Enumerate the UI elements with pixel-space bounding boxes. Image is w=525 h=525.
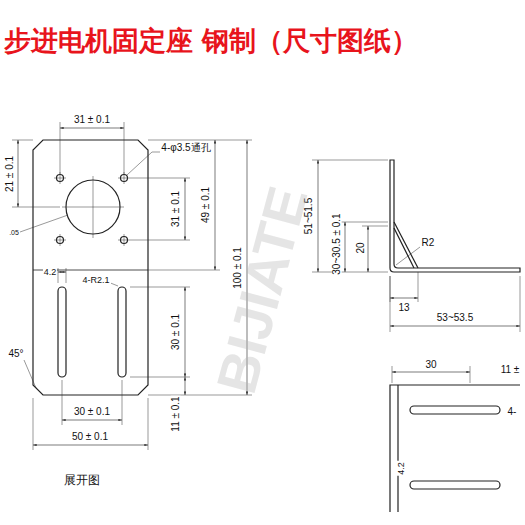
dimension: 4.2: [43, 268, 58, 277]
dimension: 31 ± 0.1: [171, 190, 181, 228]
slot-callout: 4-R2.1: [81, 276, 110, 285]
dimension: 11 ±: [500, 365, 521, 375]
dimension: 30 ± 0.1: [73, 407, 111, 417]
dimension: 30 ± 0.1: [171, 313, 181, 351]
view-caption: 展开图: [63, 474, 101, 486]
dimension: 30: [424, 360, 437, 370]
dimension: 13: [397, 303, 410, 313]
dimension: 11 ± 0.1: [171, 395, 181, 432]
dimension: 4.2: [396, 461, 405, 476]
dimension: 4-: [507, 407, 518, 417]
hole-callout: 4-φ3.5通孔: [160, 143, 211, 153]
dimension: 31 ± 0.1: [73, 115, 111, 125]
title: 步进电机固定座 钢制（尺寸图纸）: [4, 26, 418, 56]
dimension: 20: [356, 241, 366, 254]
dimension: 30~30.5 ± 0.1: [332, 212, 342, 275]
watermark: BIJIATE: [207, 180, 316, 400]
chamfer-callout: 45°: [7, 349, 24, 359]
dimension: 21 ± 0.1: [5, 155, 15, 193]
radius-callout: R2: [421, 238, 436, 248]
dimension: 49 ± 0.1: [201, 186, 211, 224]
dimension: 50 ± 0.1: [71, 432, 109, 442]
dimension: .05: [8, 229, 20, 236]
dimension: 53~53.5: [436, 313, 474, 323]
